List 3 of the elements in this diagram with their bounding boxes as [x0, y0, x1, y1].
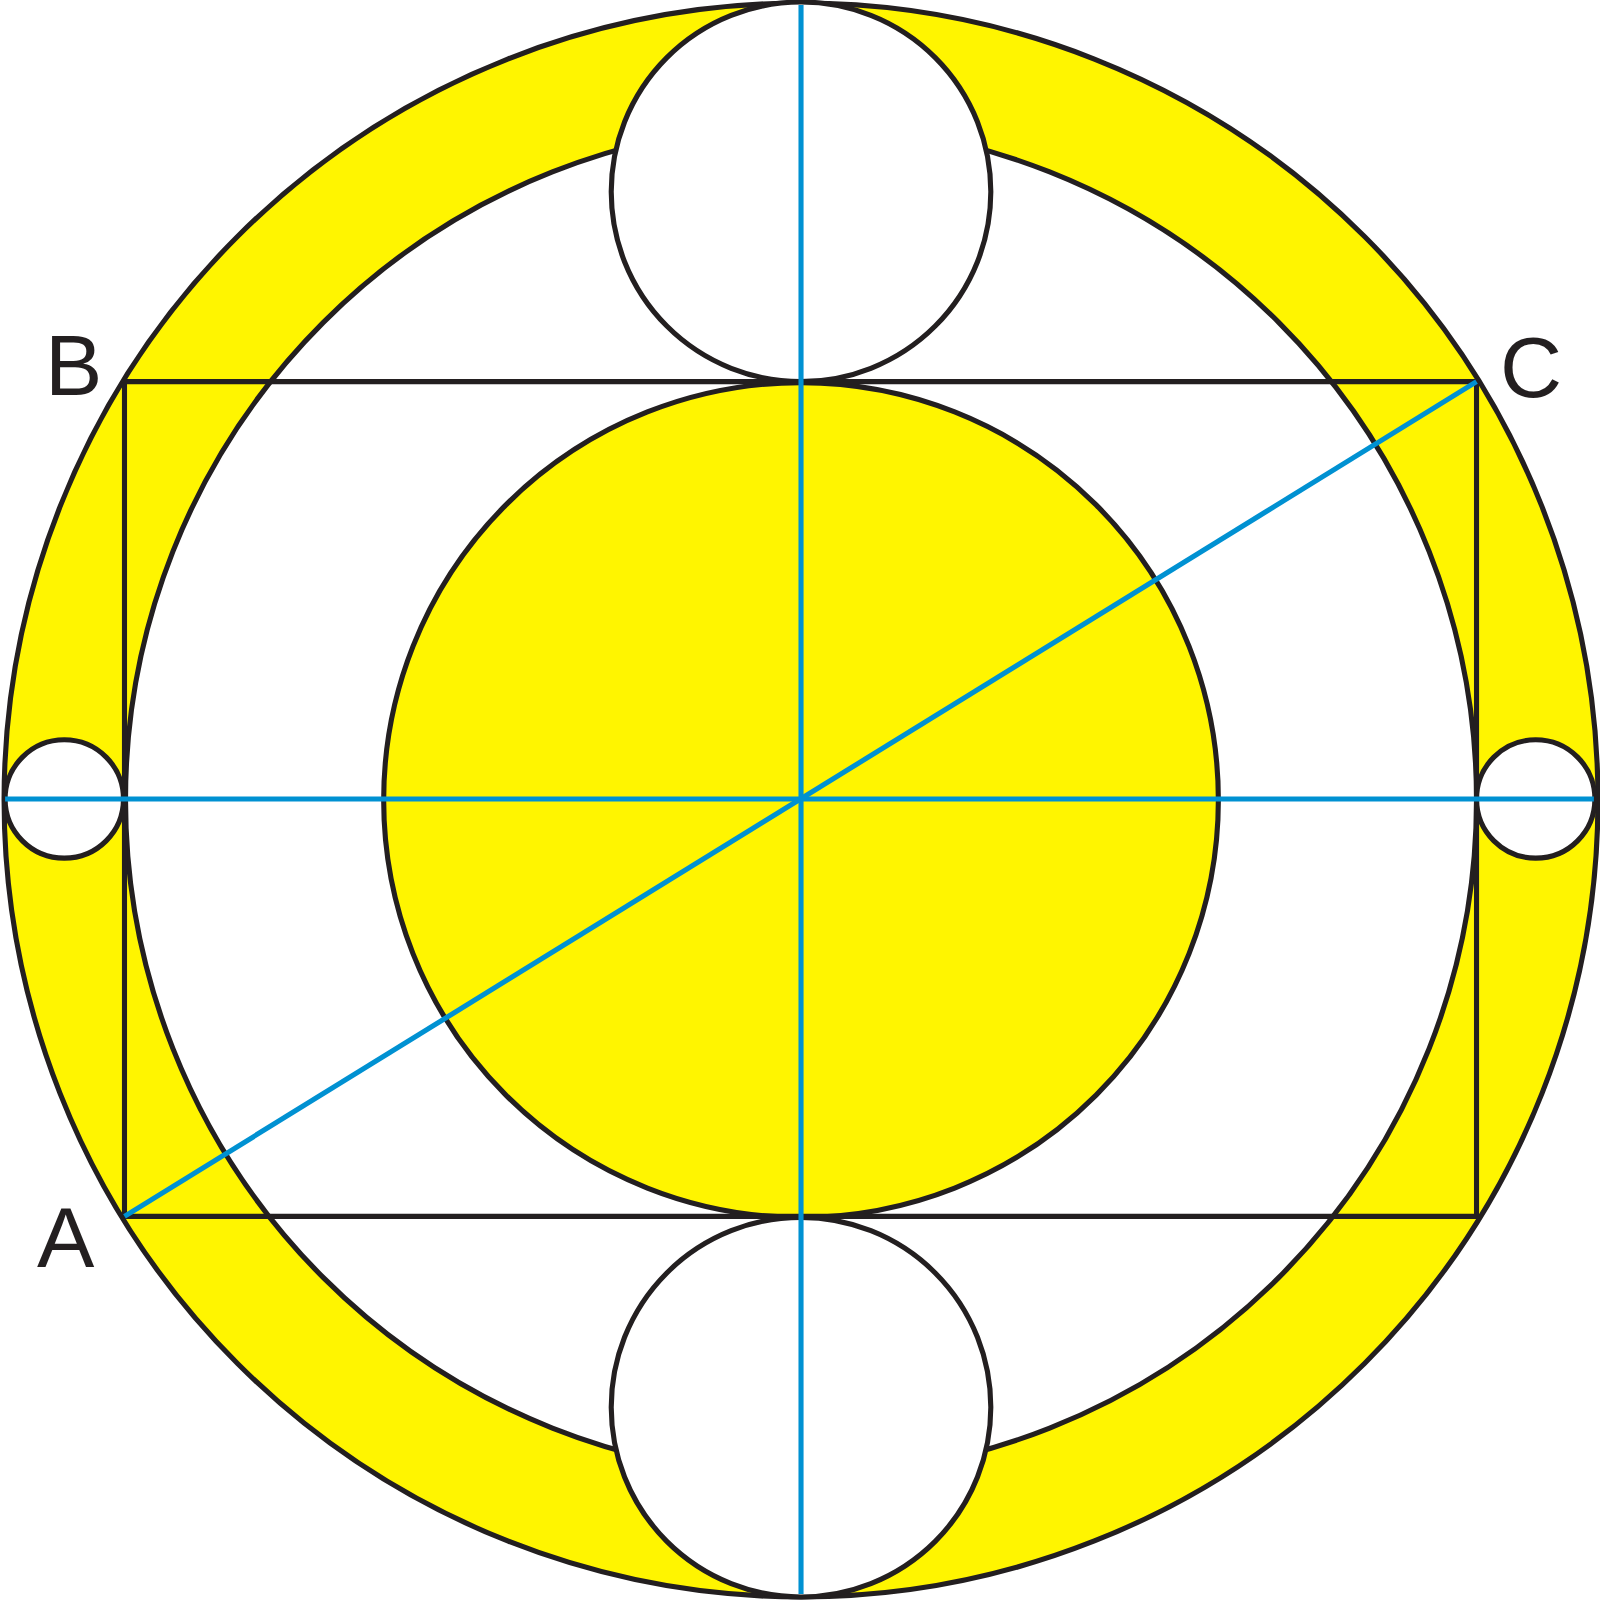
point-label: A — [37, 1194, 95, 1280]
point-label: B — [45, 322, 103, 408]
point-label: C — [1500, 324, 1563, 410]
